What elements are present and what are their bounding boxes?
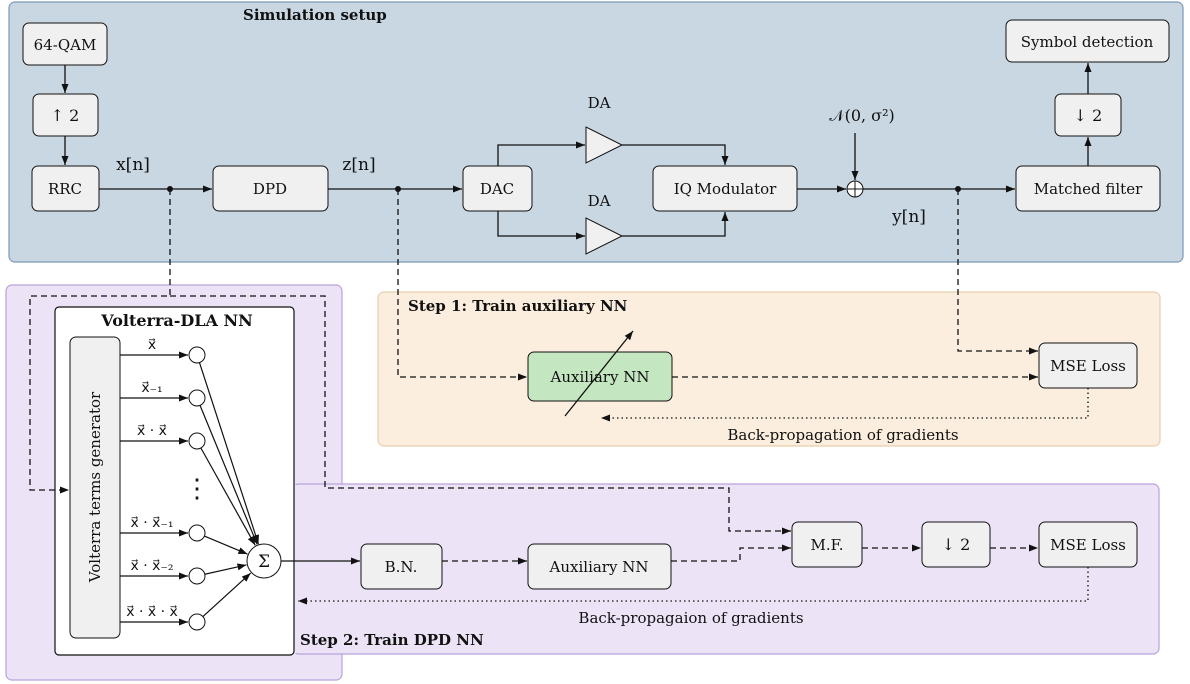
svg-text:Volterra terms generator: Volterra terms generator xyxy=(86,391,104,583)
z-signal-label: z[n] xyxy=(342,155,375,175)
neuron-to-sum-link xyxy=(199,405,258,545)
upsample-block: ↑ 2 xyxy=(32,93,99,137)
svg-text:64-QAM: 64-QAM xyxy=(34,36,97,54)
svg-text:Auxiliary NN: Auxiliary NN xyxy=(550,368,650,386)
volterra-term-label: x⃗ · x⃗ · x⃗ xyxy=(126,604,178,620)
svg-text:↓ 2: ↓ 2 xyxy=(942,535,971,554)
svg-text:MSE Loss: MSE Loss xyxy=(1050,357,1126,375)
svg-text:RRC: RRC xyxy=(48,180,82,198)
volterra-term-row: x⃗₋₁ xyxy=(120,380,258,545)
downsample2-block: ↓ 2 xyxy=(921,521,991,568)
da-bottom-label: DA xyxy=(588,192,611,210)
volterra-term-label: x⃗ · x⃗₋₂ xyxy=(131,558,174,574)
svg-text:↓ 2: ↓ 2 xyxy=(1074,106,1103,125)
neuron-to-sum-link xyxy=(200,447,256,546)
x-signal-label: x[n] xyxy=(116,155,150,175)
dashed-connections xyxy=(29,189,1038,565)
da-top-label: DA xyxy=(588,94,611,112)
dac-block: DAC xyxy=(462,165,533,212)
da-amplifier-bottom xyxy=(585,217,624,255)
neuron-node xyxy=(188,389,206,407)
neuron-to-sum-link xyxy=(202,572,252,618)
volterra-term-row: x⃗ · x⃗₋₂ xyxy=(120,558,247,585)
da-amplifier-top xyxy=(585,126,624,164)
volterra-term-label: x⃗ · x⃗₋₁ xyxy=(131,515,174,531)
volterra-term-label: x⃗₋₁ xyxy=(141,380,162,396)
sum-node: Σ xyxy=(246,543,282,579)
bn-block: B.N. xyxy=(360,543,443,590)
neuron-to-sum-link xyxy=(198,362,260,545)
volterra-term-row: x⃗ · x⃗ · x⃗ xyxy=(120,572,252,631)
svg-text:IQ Modulator: IQ Modulator xyxy=(674,180,777,198)
aux-nn-step1-block: Auxiliary NN xyxy=(527,351,673,402)
neuron-to-sum-link xyxy=(204,563,247,575)
qam-block: 64-QAM xyxy=(22,22,108,66)
downsample-block: ↓ 2 xyxy=(1054,93,1122,137)
svg-text:Symbol detection: Symbol detection xyxy=(1021,33,1154,51)
neuron-node xyxy=(188,567,206,585)
svg-text:DPD: DPD xyxy=(253,180,287,198)
simulation-flow-lines xyxy=(61,63,1092,240)
svg-text:M.F.: M.F. xyxy=(811,536,844,554)
mse-loss-step2-block: MSE Loss xyxy=(1038,521,1138,568)
volterra-term-row: x⃗ · x⃗ xyxy=(120,423,256,546)
rrc-block: RRC xyxy=(31,165,100,212)
svg-text:Σ: Σ xyxy=(258,552,270,572)
volterra-term-label: x⃗ xyxy=(148,337,156,353)
mse-loss-step1-block: MSE Loss xyxy=(1038,342,1138,389)
svg-text:Auxiliary NN: Auxiliary NN xyxy=(549,558,649,576)
svg-text:B.N.: B.N. xyxy=(385,558,418,576)
volterra-generator-block: Volterra terms generator xyxy=(69,336,121,639)
svg-text:DAC: DAC xyxy=(480,180,514,198)
mf-block: M.F. xyxy=(791,521,863,568)
aux-nn-step2-block: Auxiliary NN xyxy=(527,543,672,590)
simulation-title: Simulation setup xyxy=(243,6,387,24)
symbol-detection-block: Symbol detection xyxy=(1005,19,1170,63)
neuron-node xyxy=(188,613,206,631)
svg-text:Matched filter: Matched filter xyxy=(1034,180,1143,198)
neuron-node xyxy=(188,432,206,450)
neuron-node xyxy=(188,524,206,542)
backprop-paths xyxy=(298,388,1089,605)
neuron-to-sum-link xyxy=(204,535,248,555)
noise-label: 𝒩(0, σ²) xyxy=(829,106,895,125)
volterra-title: Volterra-DLA NN xyxy=(100,311,253,330)
step2-title: Step 2: Train DPD NN xyxy=(300,631,484,649)
dpd-block: DPD xyxy=(212,165,329,212)
iq-modulator-block: IQ Modulator xyxy=(652,165,798,212)
backprop1-label: Back-propagation of gradients xyxy=(727,426,958,444)
terms-ellipsis: ⋮ xyxy=(184,474,210,504)
adder-node xyxy=(846,180,864,198)
step1-region xyxy=(377,291,1161,447)
volterra-term-row: x⃗ · x⃗₋₁ xyxy=(120,515,248,555)
trainable-arrow xyxy=(564,330,634,417)
step2-seam-cover xyxy=(294,485,341,653)
neuron-node xyxy=(188,346,206,364)
volterra-terms: x⃗ x⃗₋₁ x⃗ · x⃗ x⃗ · x⃗₋₁ x⃗ · x⃗₋₂ x⃗ · x⃗ ·… xyxy=(120,337,260,631)
y-signal-label: y[n] xyxy=(891,207,926,227)
matched-filter-block: Matched filter xyxy=(1015,165,1161,212)
volterra-term-label: x⃗ · x⃗ xyxy=(137,423,167,439)
step1-title: Step 1: Train auxiliary NN xyxy=(408,297,628,315)
svg-text:↑ 2: ↑ 2 xyxy=(51,106,80,125)
svg-text:MSE Loss: MSE Loss xyxy=(1050,536,1126,554)
backprop2-label: Back-propagaion of gradients xyxy=(578,609,803,627)
volterra-term-row: x⃗ xyxy=(120,337,260,545)
